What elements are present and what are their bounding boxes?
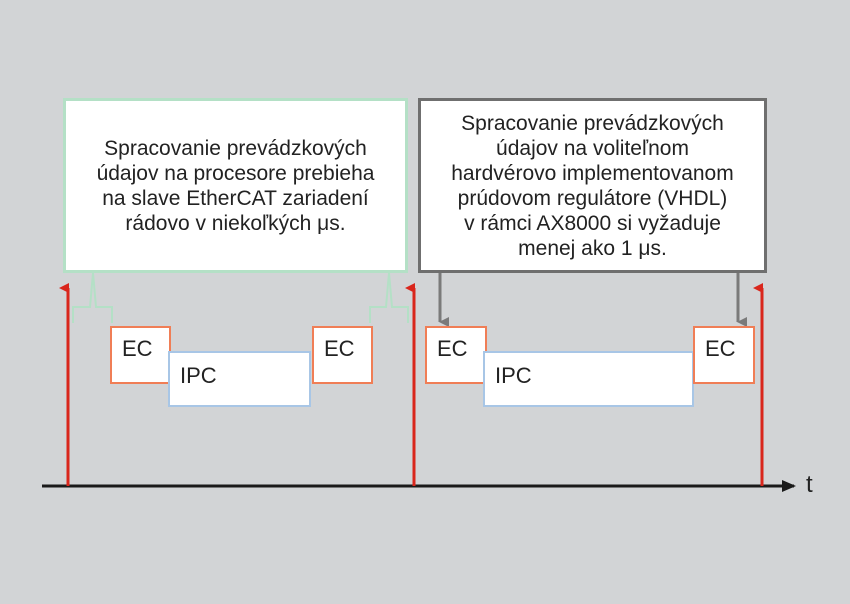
- callout-vhdl-text: Spracovanie prevádzkových údajov na voli…: [451, 111, 734, 260]
- green-brace-right: [369, 272, 409, 323]
- callout-processor-text: Spracovanie prevádzkových údajov na proc…: [96, 136, 375, 235]
- ec-block-right-start: EC: [425, 326, 487, 384]
- green-brace-left: [72, 272, 113, 323]
- ipc-block-left: IPC: [168, 351, 311, 407]
- callout-vhdl-regulator: Spracovanie prevádzkových údajov na voli…: [418, 98, 767, 273]
- ec-block-left-start: EC: [110, 326, 171, 384]
- ec-block-left-end: EC: [312, 326, 373, 384]
- time-axis-label: t: [806, 471, 813, 498]
- callout-processor-processing: Spracovanie prevádzkových údajov na proc…: [63, 98, 408, 273]
- ipc-block-right: IPC: [483, 351, 694, 407]
- ec-block-right-end: EC: [693, 326, 755, 384]
